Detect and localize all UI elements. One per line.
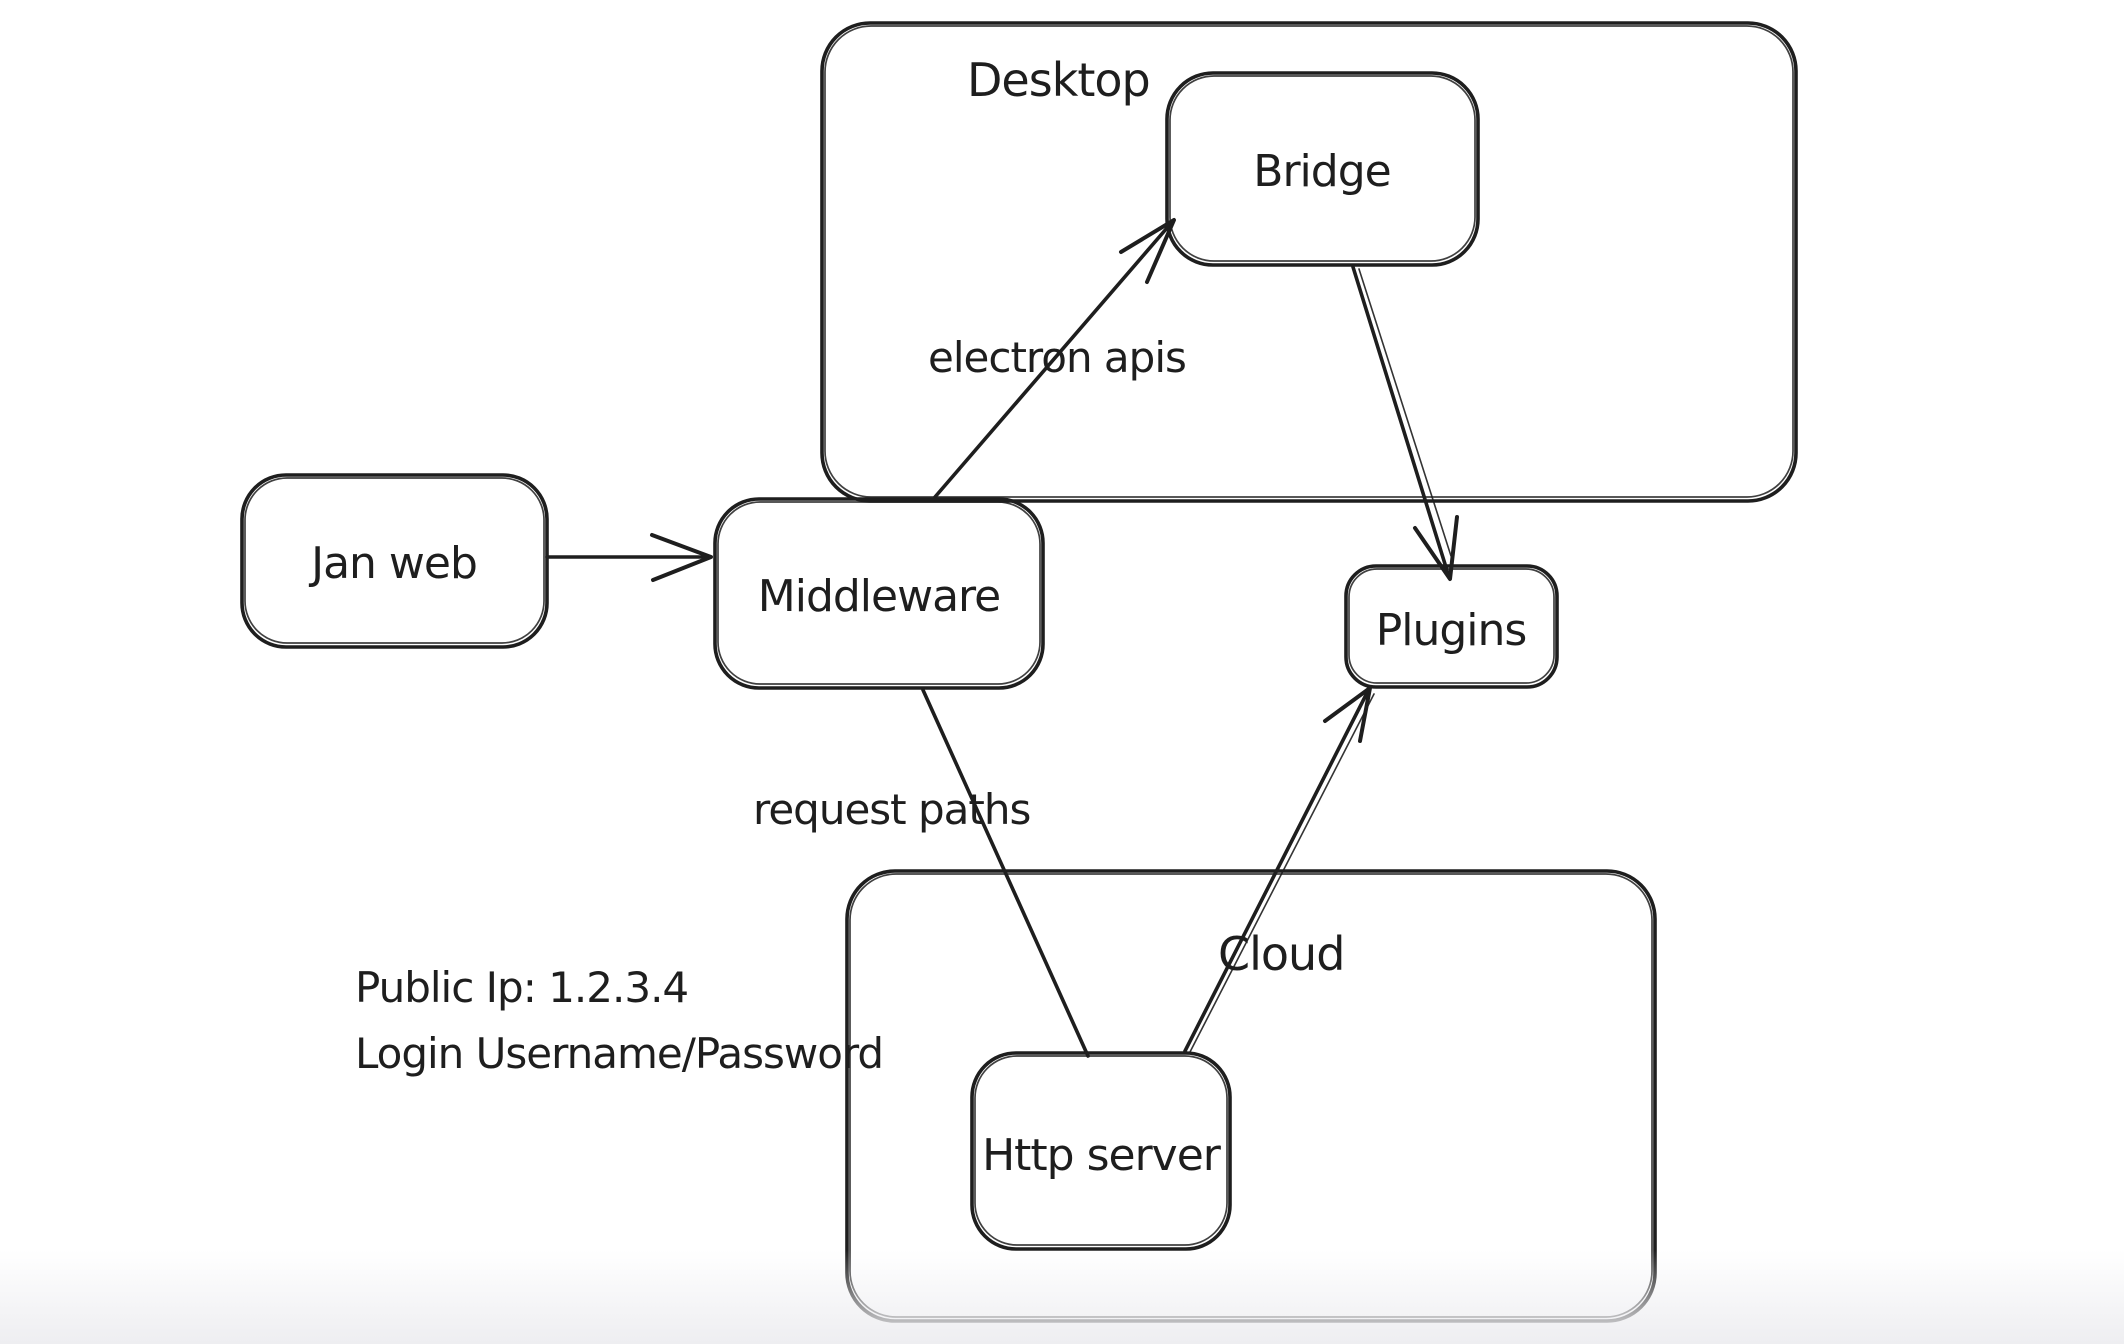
bottom-fade [0, 1250, 2124, 1344]
middleware-box [713, 497, 1045, 690]
plugins-label[interactable]: Plugins [1376, 605, 1528, 656]
edge-middleware-to-bridge[interactable]: electron apis [928, 218, 1187, 499]
edge-line-echo [1358, 268, 1452, 557]
arrowhead-icon [1119, 218, 1176, 284]
bridge-box [1165, 71, 1480, 267]
plugins-box [1344, 564, 1559, 689]
annotation-credentials[interactable]: Public Ip: 1.2.3.4 Login Username/Passwo… [355, 963, 884, 1078]
desktop-container-label[interactable]: Desktop [967, 53, 1151, 107]
annotation-line-public-ip[interactable]: Public Ip: 1.2.3.4 [355, 963, 689, 1012]
node-bridge[interactable]: Bridge [1165, 71, 1480, 267]
node-plugins[interactable]: Plugins [1344, 564, 1559, 689]
edge-janweb-to-middleware[interactable] [545, 533, 713, 582]
edge-line [921, 688, 1090, 1058]
node-jan-web[interactable]: Jan web [240, 473, 549, 649]
jan-web-label[interactable]: Jan web [308, 538, 478, 589]
middleware-box-echo [717, 501, 1041, 685]
http-server-label[interactable]: Http server [982, 1130, 1223, 1181]
edge-middleware-to-httpserver[interactable]: request paths [753, 688, 1090, 1058]
node-middleware[interactable]: Middleware [713, 497, 1045, 690]
cloud-container-label[interactable]: Cloud [1218, 927, 1345, 981]
jan-web-box [240, 473, 549, 649]
edge-bridge-to-plugins[interactable] [1351, 265, 1459, 581]
bridge-box-echo [1169, 75, 1476, 262]
middleware-label[interactable]: Middleware [758, 571, 1001, 622]
edge-line [1351, 265, 1451, 579]
node-http-server[interactable]: Http server [970, 1051, 1232, 1251]
edge-line [1183, 687, 1371, 1053]
edge-label-request-paths[interactable]: request paths [753, 785, 1031, 834]
jan-web-box-echo [244, 477, 545, 644]
edge-line-echo [1189, 693, 1375, 1053]
plugins-box-echo [1348, 568, 1555, 684]
arrowhead-icon [650, 533, 713, 582]
desktop-container-box-echo [824, 25, 1794, 498]
edge-label-electron-apis[interactable]: electron apis [928, 333, 1187, 382]
container-desktop[interactable]: Desktop [820, 21, 1798, 503]
arrowhead-icon [1413, 515, 1459, 581]
http-server-box-echo [974, 1055, 1228, 1246]
edge-line [933, 219, 1175, 499]
http-server-box [970, 1051, 1232, 1251]
annotation-line-login[interactable]: Login Username/Password [355, 1029, 884, 1078]
bridge-label[interactable]: Bridge [1253, 146, 1391, 197]
desktop-container-box [820, 21, 1798, 503]
